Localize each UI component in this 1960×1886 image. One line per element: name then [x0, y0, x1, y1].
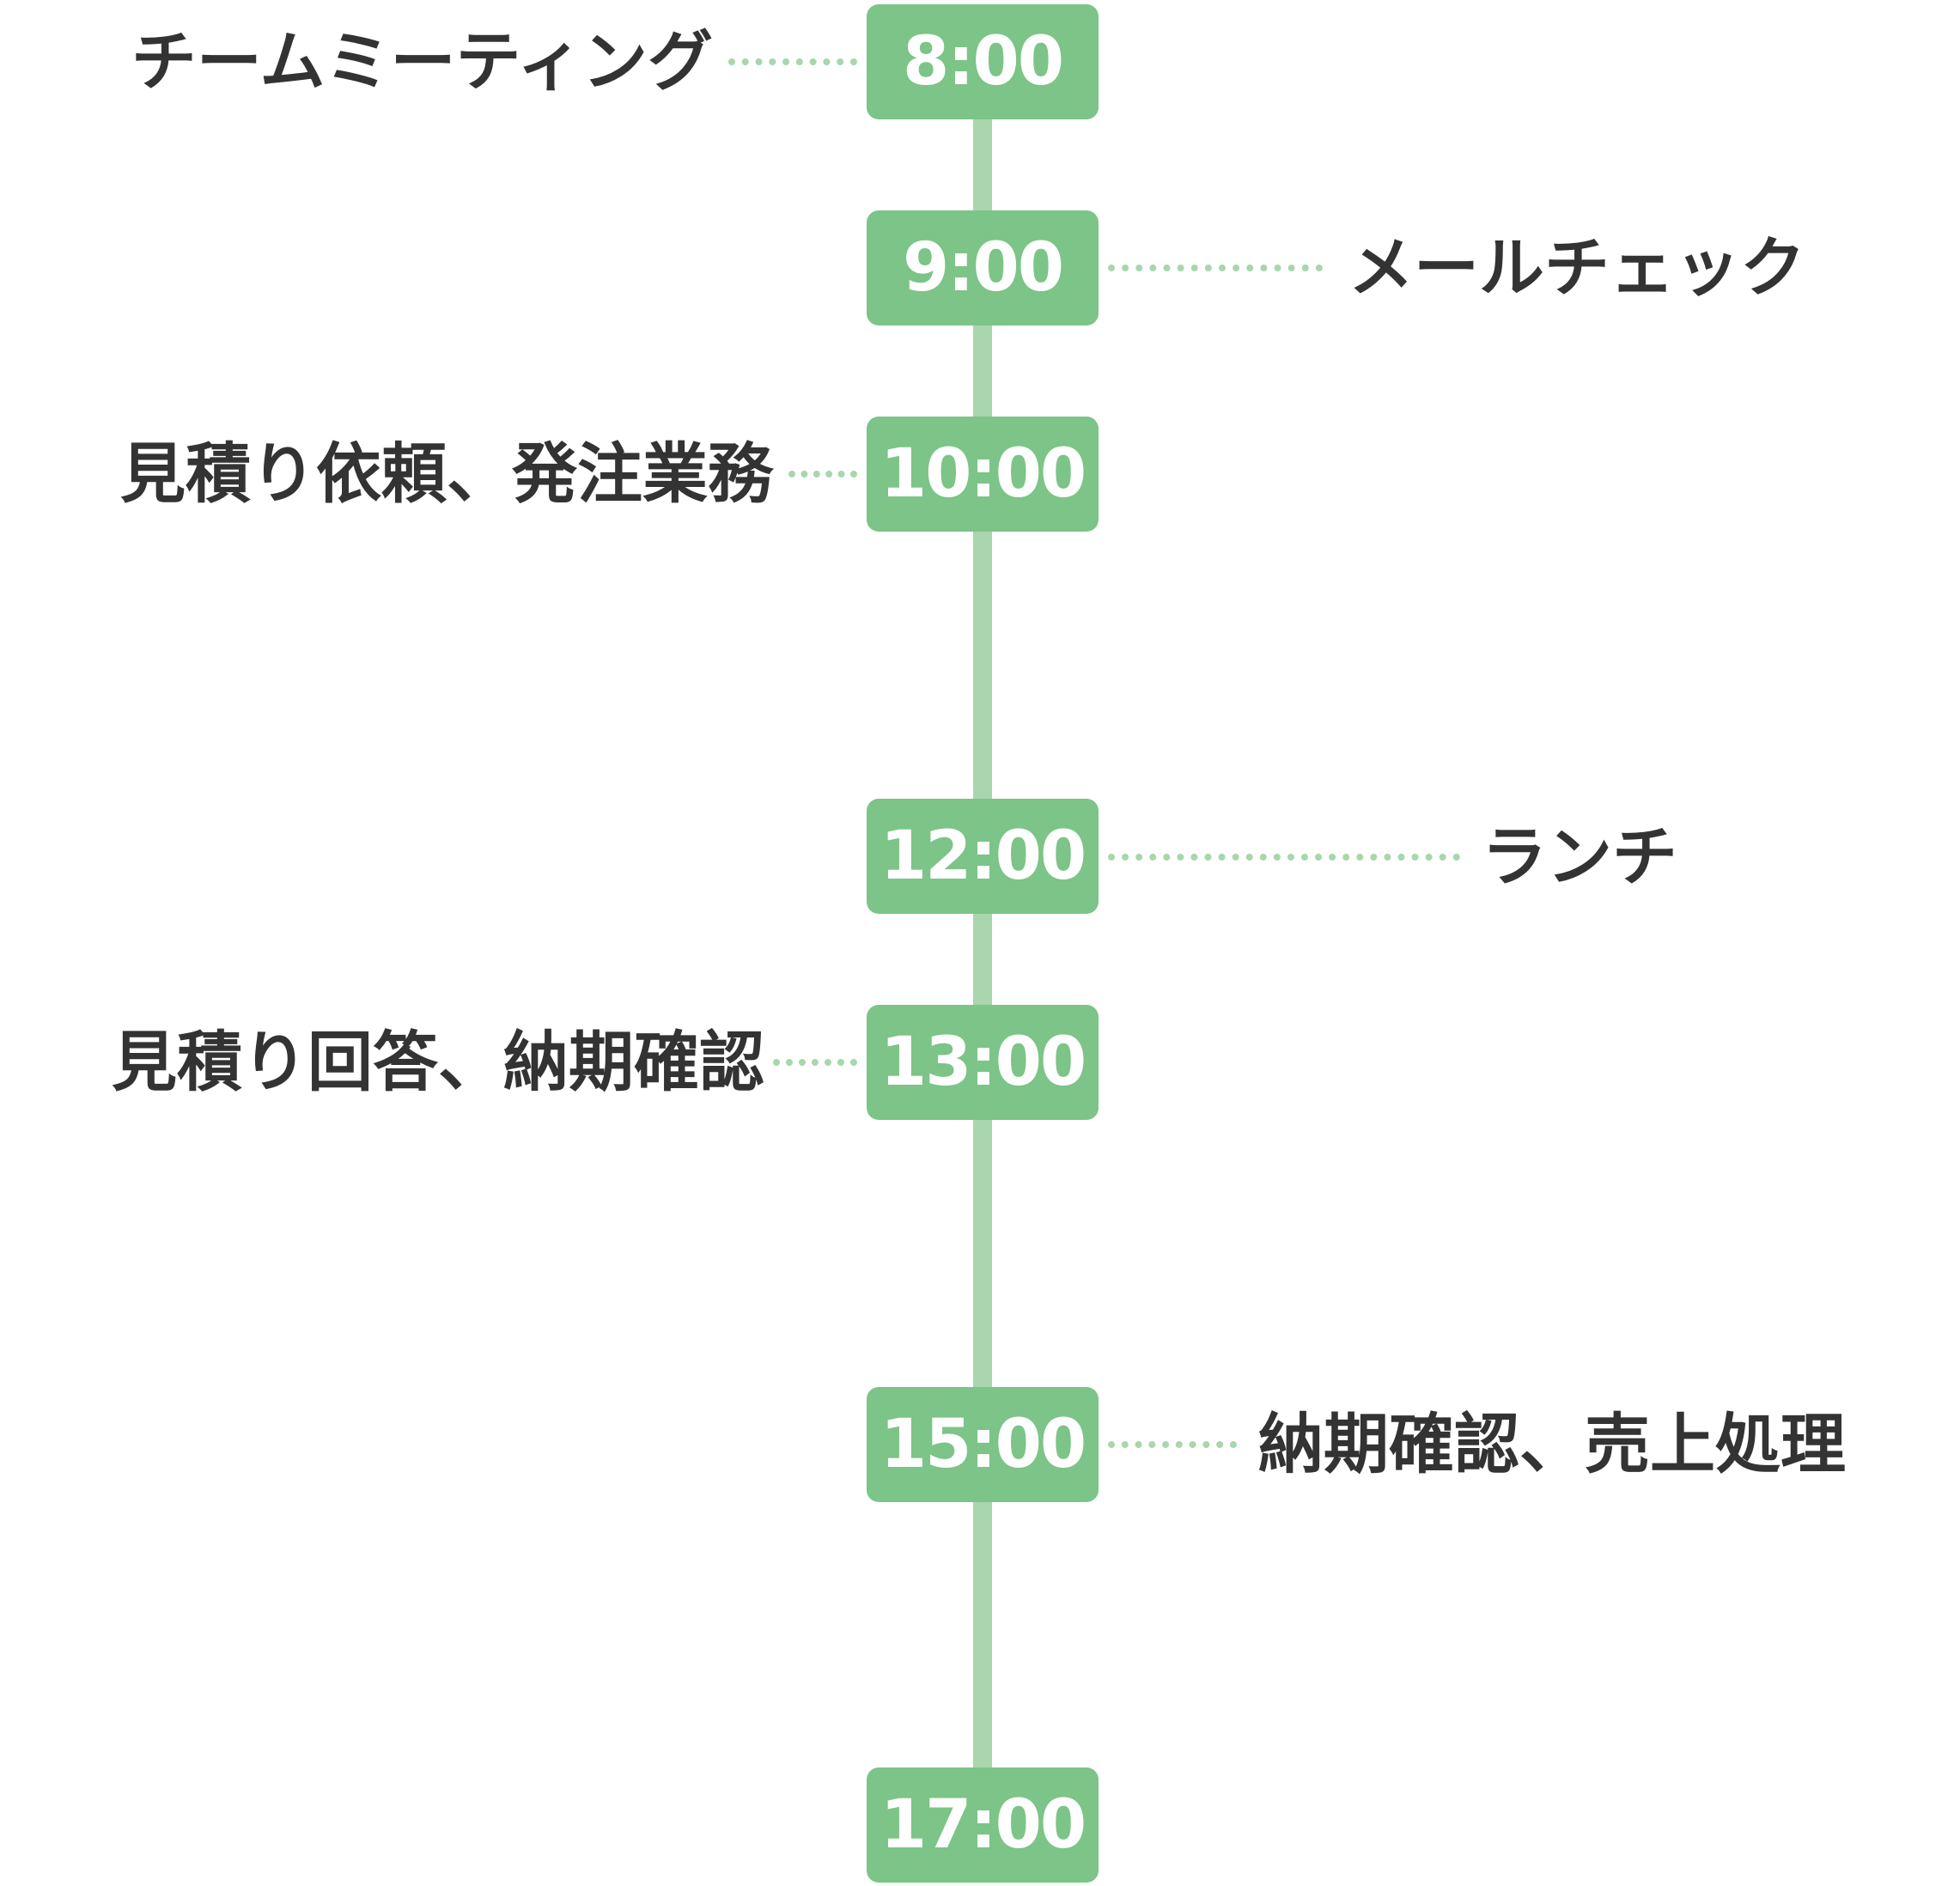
- connector-dots-1200: [1108, 854, 1460, 861]
- time-badge-1500: 15:00: [867, 1387, 1099, 1502]
- task-label-1000: 見積り依頼、発注業務: [120, 435, 773, 512]
- task-label-0800: チームミーティング: [131, 23, 713, 100]
- connector-dots-0900: [1108, 265, 1323, 271]
- task-label-0900: メールチェック: [1348, 229, 1805, 306]
- time-badge-1200: 12:00: [867, 799, 1099, 914]
- connector-dots-1000: [788, 471, 857, 478]
- task-label-1300: 見積り回答、納期確認: [112, 1024, 764, 1100]
- time-badge-0900: 9:00: [867, 210, 1099, 325]
- timeline-line: [973, 69, 992, 1804]
- time-badge-1000: 10:00: [867, 417, 1099, 532]
- task-label-1200: ランチ: [1482, 818, 1677, 895]
- connector-dots-0800: [728, 58, 857, 65]
- time-badge-1700: 17:00: [867, 1767, 1099, 1883]
- connector-dots-1300: [773, 1059, 857, 1066]
- time-badge-0800: 8:00: [867, 4, 1099, 119]
- connector-dots-1500: [1108, 1441, 1237, 1448]
- task-label-1500: 納期確認、売上処理: [1258, 1406, 1846, 1482]
- time-badge-1300: 13:00: [867, 1005, 1099, 1120]
